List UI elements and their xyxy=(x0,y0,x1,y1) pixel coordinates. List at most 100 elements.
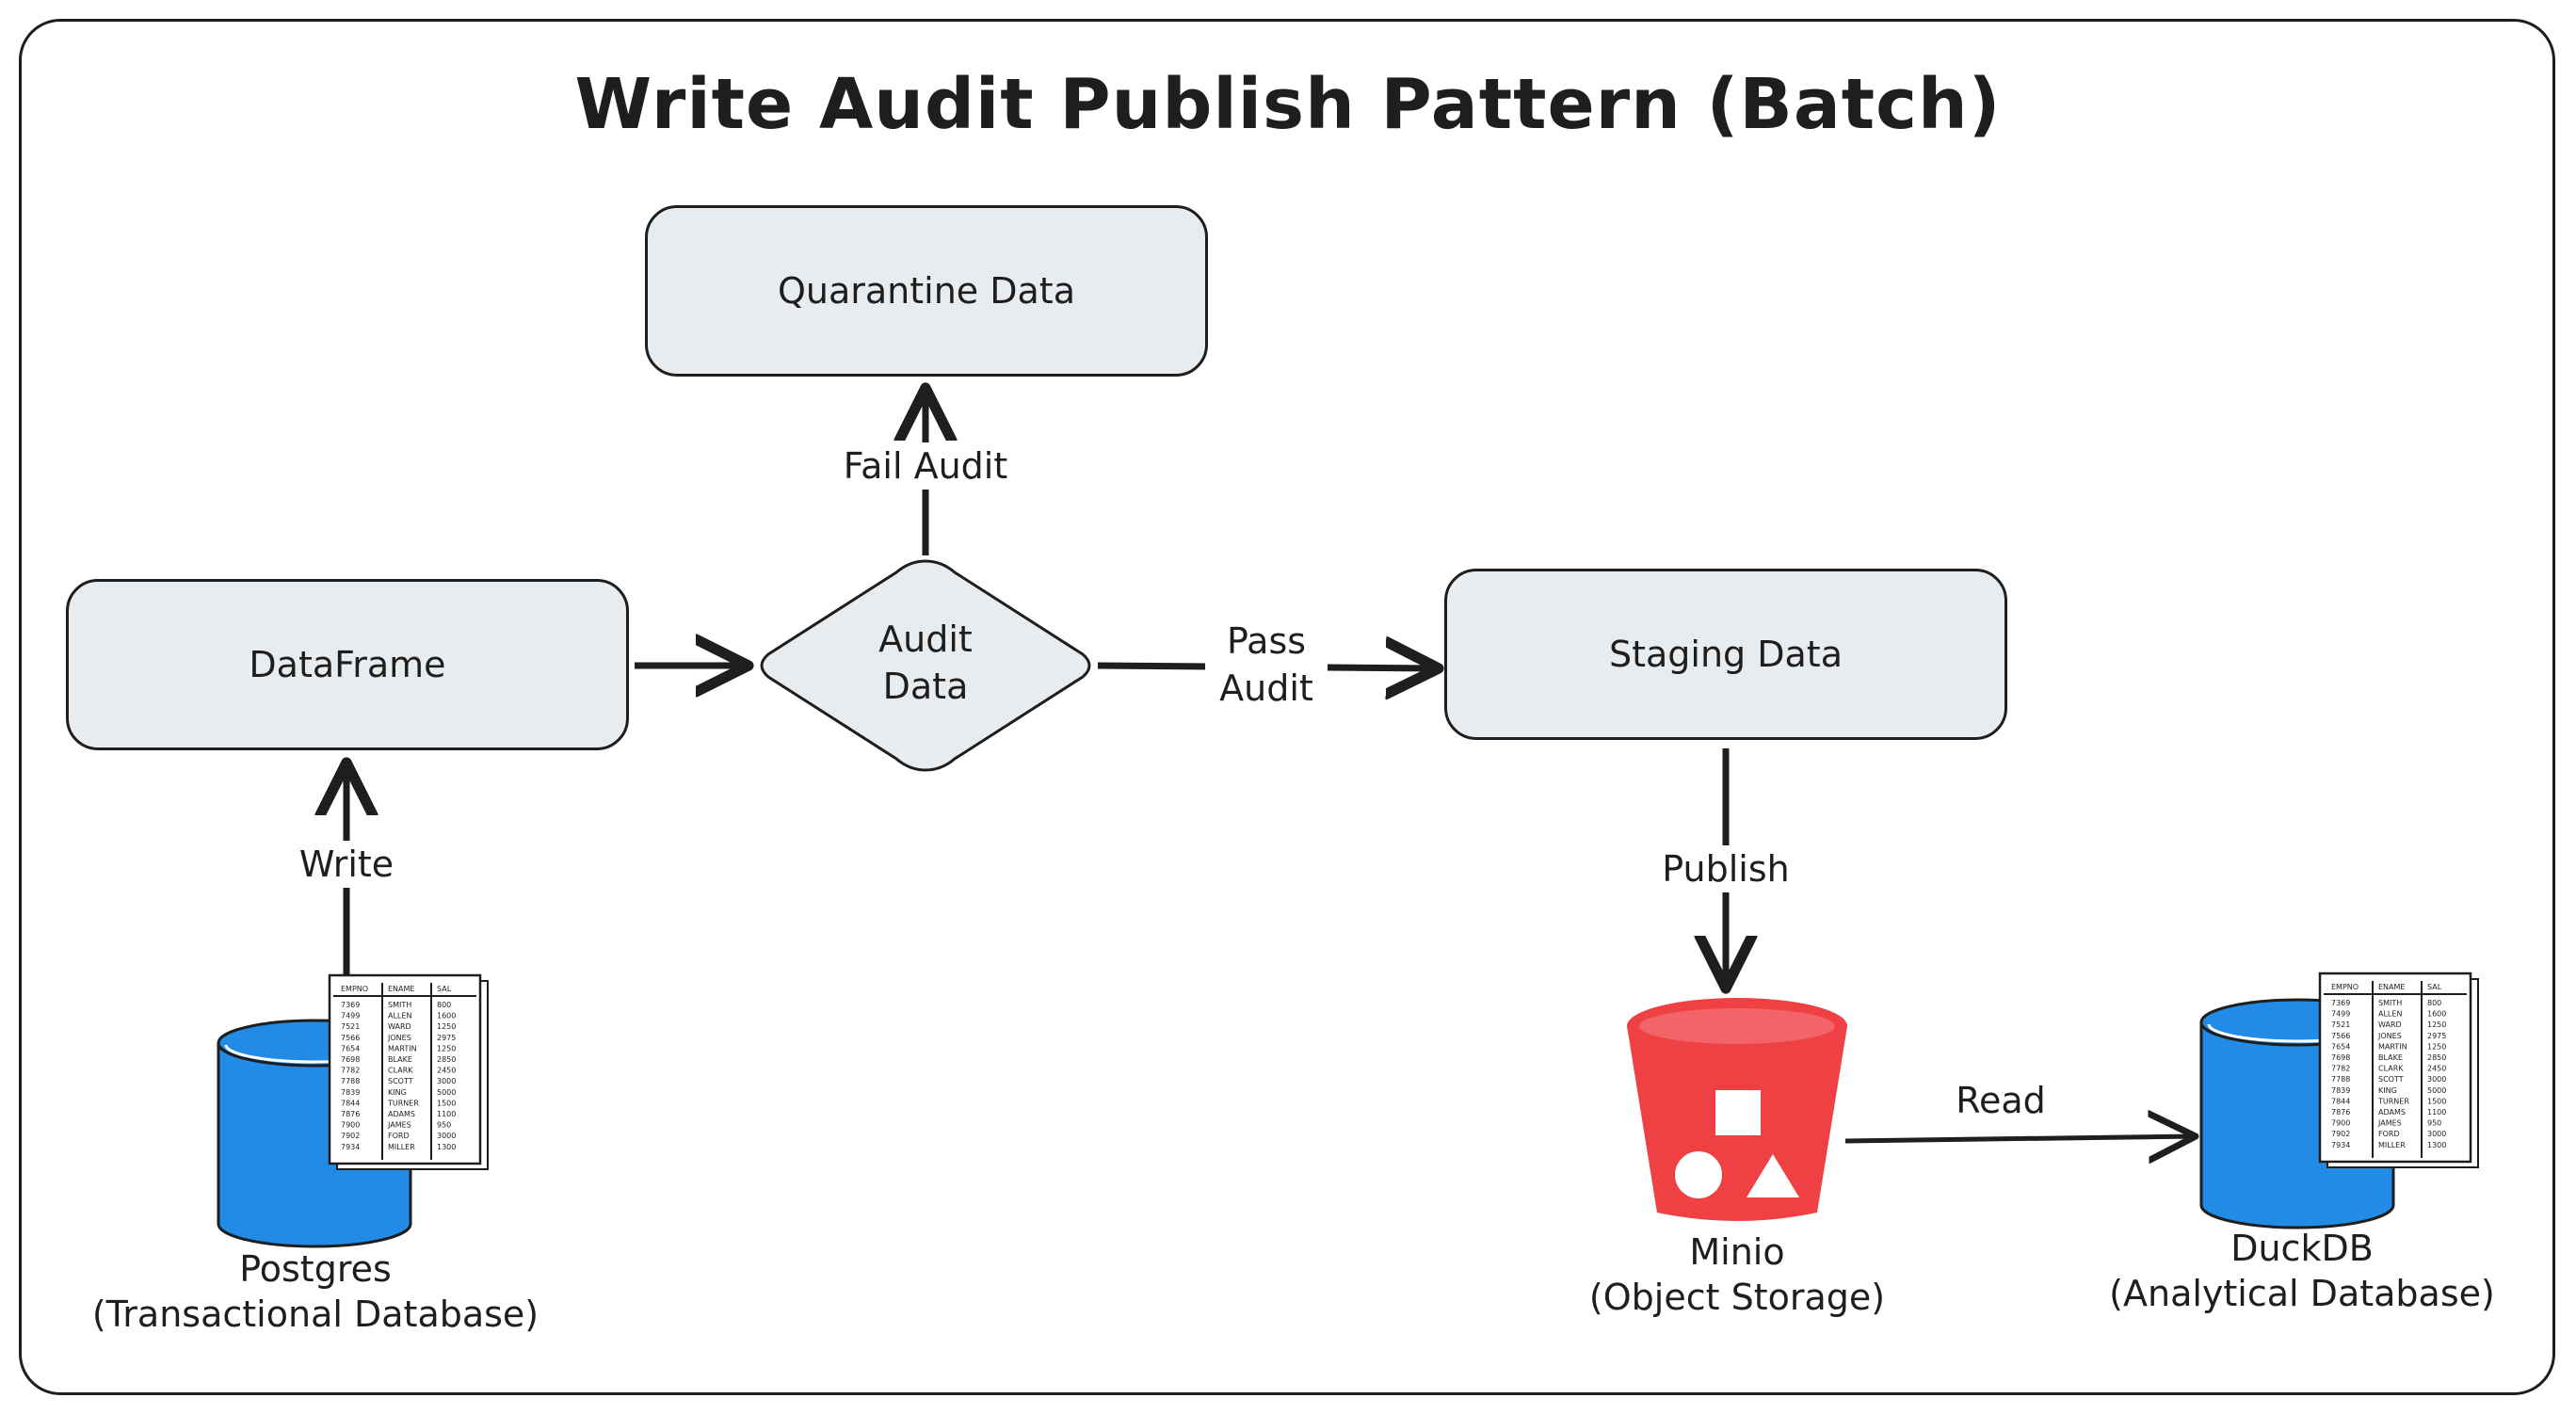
postgres-table-cell: 7902 xyxy=(341,1132,360,1140)
postgres-table-cell: 7782 xyxy=(341,1067,360,1075)
postgres-caption: Postgres (Transactional Database) xyxy=(38,1246,593,1337)
duckdb-table-cell: 7698 xyxy=(2331,1053,2350,1062)
postgres-name: Postgres xyxy=(239,1248,392,1290)
duckdb-table-cell: 1600 xyxy=(2427,1010,2446,1019)
duckdb-table-cell: 800 xyxy=(2427,999,2441,1007)
audit-label-line2: Data xyxy=(882,666,969,707)
diagram-title: Write Audit Publish Pattern (Batch) xyxy=(574,64,2002,145)
staging-node: Staging Data xyxy=(1444,569,2007,740)
postgres-table-cell: 7566 xyxy=(341,1034,360,1042)
duckdb-table-cell: CLARK xyxy=(2378,1065,2404,1073)
postgres-table-cell: JONES xyxy=(387,1034,411,1042)
duckdb-table-header: EMPNO xyxy=(2331,983,2359,991)
postgres-table-cell: 800 xyxy=(437,1001,451,1009)
diagram-frame xyxy=(19,19,2555,1395)
minio-bucket-icon xyxy=(1627,998,1847,1221)
postgres-table-cell: 950 xyxy=(437,1121,451,1130)
duckdb-table-cell: 7844 xyxy=(2331,1097,2350,1105)
postgres-table-header: EMPNO xyxy=(341,985,368,993)
duckdb-table-cell: JONES xyxy=(2377,1032,2402,1040)
postgres-table-cell: 7788 xyxy=(341,1077,360,1085)
duckdb-table-cell: JAMES xyxy=(2377,1119,2402,1128)
postgres-table-cell: 1100 xyxy=(437,1110,456,1118)
duckdb-table-cell: 7788 xyxy=(2331,1075,2350,1084)
duckdb-table-cell: 7499 xyxy=(2331,1010,2350,1019)
duckdb-table-cell: 7654 xyxy=(2331,1042,2350,1051)
duckdb-table-cell: 2450 xyxy=(2427,1065,2446,1073)
postgres-table-cell: CLARK xyxy=(388,1067,413,1075)
postgres-table-cell: 1250 xyxy=(437,1022,456,1031)
postgres-table-cell: 2450 xyxy=(437,1067,456,1075)
duckdb-table-cell: 3000 xyxy=(2427,1075,2446,1084)
postgres-table-cell: 1500 xyxy=(437,1099,456,1107)
postgres-table-cell: 1300 xyxy=(437,1143,456,1151)
publish-edge-label: Publish xyxy=(1650,845,1801,892)
duckdb-table-cell: 7566 xyxy=(2331,1032,2350,1040)
duckdb-table-cell: 7521 xyxy=(2331,1020,2350,1029)
postgres-table-cell: 7844 xyxy=(341,1099,360,1107)
duckdb-table-header: ENAME xyxy=(2378,983,2405,991)
minio-caption: Minio (Object Storage) xyxy=(1525,1229,1949,1320)
quarantine-node: Quarantine Data xyxy=(645,205,1208,377)
duckdb-table-cell: 7900 xyxy=(2331,1119,2350,1128)
duckdb-table-cell: TURNER xyxy=(2377,1097,2409,1105)
duckdb-table-cell: 1100 xyxy=(2427,1108,2446,1117)
postgres-table-cell: 7654 xyxy=(341,1044,360,1052)
postgres-table-cell: 2975 xyxy=(437,1034,456,1042)
postgres-table-cell: 3000 xyxy=(437,1132,456,1140)
duckdb-table-cell: KING xyxy=(2378,1086,2397,1095)
write-edge-label: Write xyxy=(281,841,412,888)
audit-label: Audit Data xyxy=(831,616,1020,710)
duckdb-table-cell: MARTIN xyxy=(2378,1042,2407,1051)
duckdb-table-cell: 5000 xyxy=(2427,1086,2446,1095)
pass-audit-line2: Audit xyxy=(1219,667,1313,709)
postgres-table-cell: BLAKE xyxy=(388,1055,412,1064)
postgres-table-cell: 3000 xyxy=(437,1077,456,1085)
duckdb-table-header: SAL xyxy=(2427,983,2442,991)
postgres-table-cell: ALLEN xyxy=(388,1012,411,1020)
duckdb-table-cell: 1250 xyxy=(2427,1042,2446,1051)
duckdb-table-cell: 1250 xyxy=(2427,1020,2446,1029)
postgres-table-cell: WARD xyxy=(388,1022,411,1031)
duckdb-table-cell: SMITH xyxy=(2378,999,2402,1007)
duckdb-table-cell: 7934 xyxy=(2331,1141,2350,1149)
pass-audit-edge-label: Pass Audit xyxy=(1205,618,1328,712)
duckdb-table-cell: 1300 xyxy=(2427,1141,2446,1149)
duckdb-table-cell: 3000 xyxy=(2427,1130,2446,1138)
postgres-table-cell: 7521 xyxy=(341,1022,360,1031)
quarantine-label: Quarantine Data xyxy=(777,270,1075,312)
postgres-table-cell: 2850 xyxy=(437,1055,456,1064)
audit-label-line1: Audit xyxy=(878,619,973,660)
postgres-table-cell: MILLER xyxy=(388,1143,415,1151)
postgres-table-cell: 7839 xyxy=(341,1088,360,1097)
postgres-table-cell: 7900 xyxy=(341,1121,360,1130)
staging-label: Staging Data xyxy=(1608,634,1843,675)
postgres-table-cell: 7934 xyxy=(341,1143,360,1151)
audit-diamond xyxy=(760,559,1091,772)
postgres-table-cell: TURNER xyxy=(387,1099,419,1107)
duckdb-table-cell: 7782 xyxy=(2331,1065,2350,1073)
pass-audit-line1: Pass xyxy=(1226,620,1307,662)
duckdb-table-cell: MILLER xyxy=(2378,1141,2406,1149)
dataframe-node: DataFrame xyxy=(66,579,629,750)
postgres-table-cell: 7876 xyxy=(341,1110,360,1118)
postgres-table-cell: 1600 xyxy=(437,1012,456,1020)
duckdb-table-cell: SCOTT xyxy=(2378,1075,2404,1084)
postgres-table-cell: FORD xyxy=(388,1132,410,1140)
duckdb-table-cell: 7839 xyxy=(2331,1086,2350,1095)
postgres-table-cell: 7698 xyxy=(341,1055,360,1064)
duckdb-table-cell: 2975 xyxy=(2427,1032,2446,1040)
fail-audit-edge-label: Fail Audit xyxy=(822,442,1029,490)
duckdb-caption: DuckDB (Analytical Database) xyxy=(2071,1226,2533,1316)
duckdb-name: DuckDB xyxy=(2230,1228,2374,1269)
duckdb-table-cell: 7876 xyxy=(2331,1108,2350,1117)
duckdb-table-cell: 1500 xyxy=(2427,1097,2446,1105)
postgres-table-cell: 1250 xyxy=(437,1044,456,1052)
postgres-table-cell: 7369 xyxy=(341,1001,360,1009)
minio-name: Minio xyxy=(1689,1231,1785,1273)
postgres-table-header: SAL xyxy=(437,985,452,993)
duckdb-table-cell: 7902 xyxy=(2331,1130,2350,1138)
postgres-table-cell: JAMES xyxy=(387,1121,411,1130)
